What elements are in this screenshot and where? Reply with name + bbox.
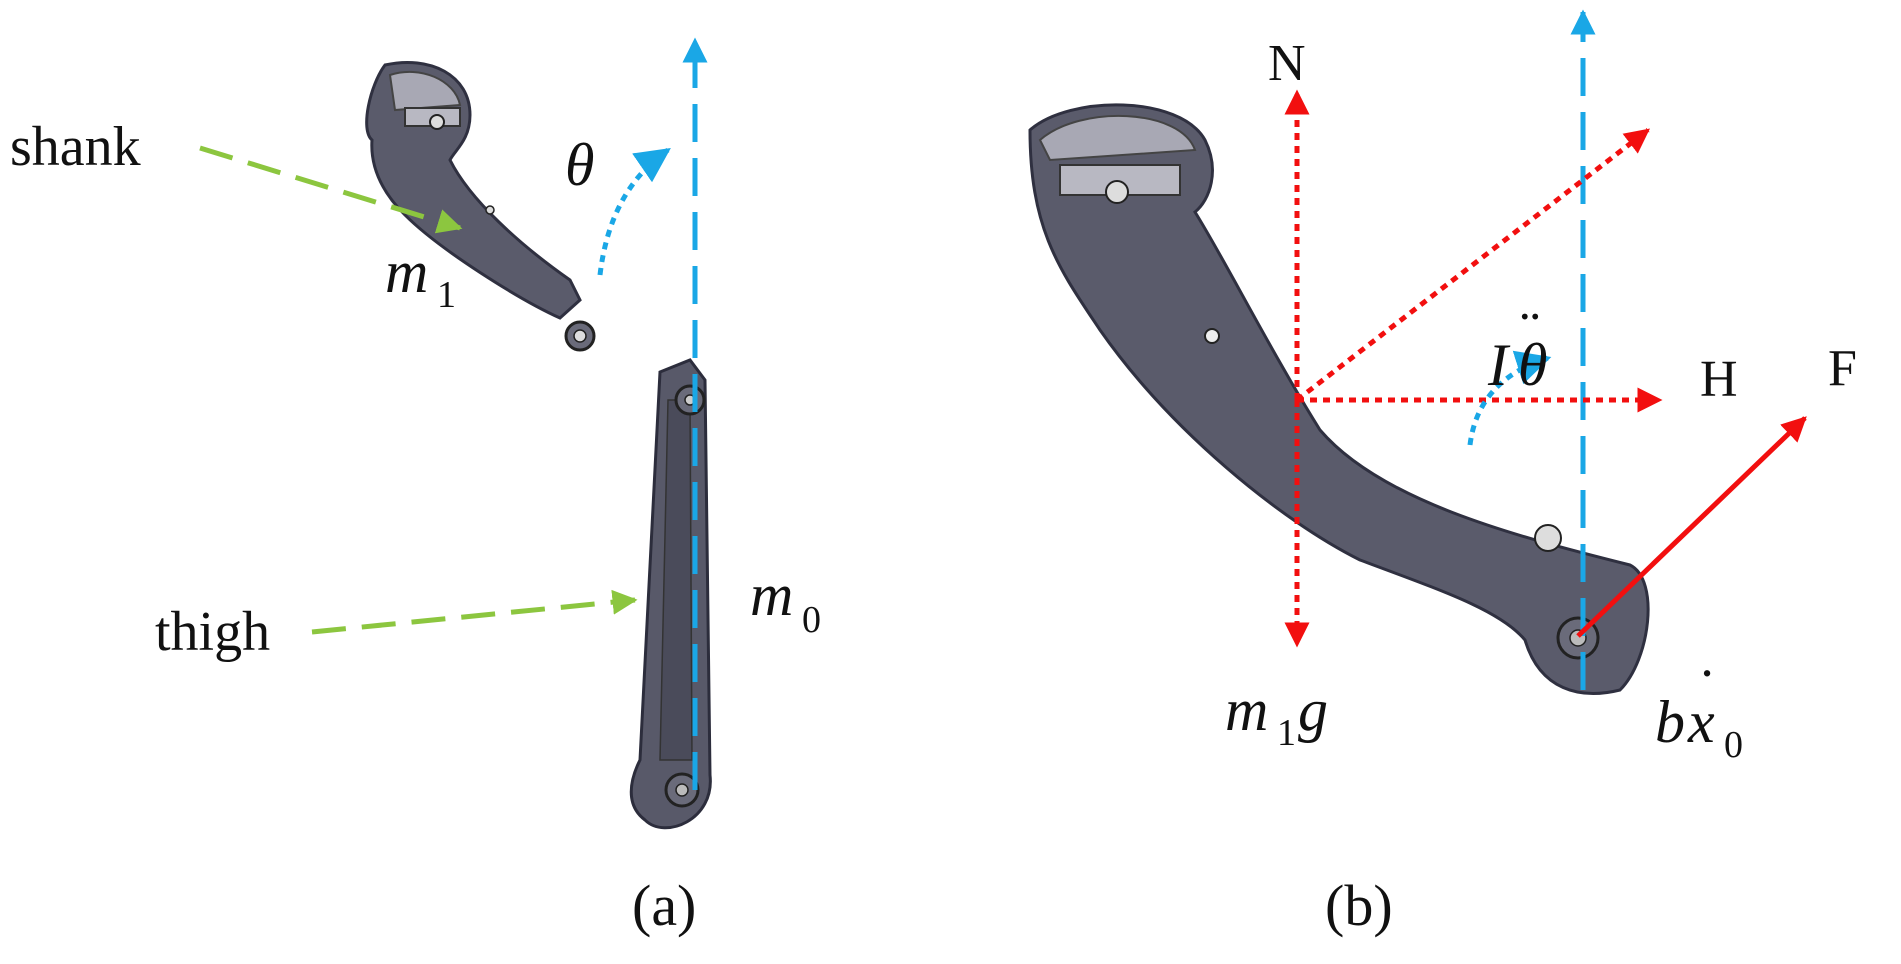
- inertia-I: I: [1487, 332, 1511, 398]
- weight-term-label: m 1 g: [1225, 677, 1328, 754]
- shank-label: shank: [10, 116, 141, 178]
- damping-term-label: b x ˙ 0: [1655, 657, 1743, 766]
- weight-m: m: [1225, 677, 1268, 743]
- resultant-dotted-arrow: [1295, 128, 1650, 402]
- inertia-theta: θ: [1518, 332, 1547, 398]
- shank-part-a: [365, 60, 596, 352]
- horizontal-force-label: H: [1700, 351, 1738, 408]
- m0-label-a: m 0: [750, 562, 821, 641]
- normal-force-label: N: [1268, 35, 1306, 92]
- m1-base: m: [385, 239, 428, 305]
- caption-a: (a): [632, 873, 696, 938]
- m1-label-a: m 1: [385, 239, 456, 316]
- panel-b: N H F I θ ¨ m 1 g b x ˙ 0 (b): [1028, 9, 1857, 938]
- m0-base: m: [750, 562, 793, 628]
- thigh-label: thigh: [155, 601, 270, 663]
- inertia-double-dot: ¨: [1520, 299, 1540, 365]
- theta-label: θ: [565, 132, 594, 198]
- shank-part-b: [1028, 103, 1650, 695]
- applied-force-label: F: [1828, 340, 1857, 397]
- damping-x: x: [1687, 689, 1715, 755]
- m1-subscript: 1: [437, 274, 456, 316]
- weight-g: g: [1298, 677, 1328, 743]
- caption-b: (b): [1325, 873, 1393, 938]
- inertia-arc-b: [1467, 350, 1552, 446]
- thigh-pointer-arrow: [311, 589, 638, 635]
- thigh-part-a: [629, 358, 712, 830]
- applied-force-arrow: [1576, 416, 1807, 638]
- shank-pointer-arrow: [199, 145, 463, 234]
- m0-subscript: 0: [802, 599, 821, 641]
- damping-b: b: [1655, 689, 1685, 755]
- damping-subscript: 0: [1724, 724, 1743, 766]
- weight-subscript: 1: [1277, 712, 1296, 754]
- theta-arc-a: [597, 147, 671, 276]
- panel-a: shank thigh θ m 1 m 0 (a): [10, 37, 821, 938]
- damping-dot: ˙: [1697, 657, 1717, 723]
- inertia-term-label: I θ ¨: [1487, 299, 1547, 398]
